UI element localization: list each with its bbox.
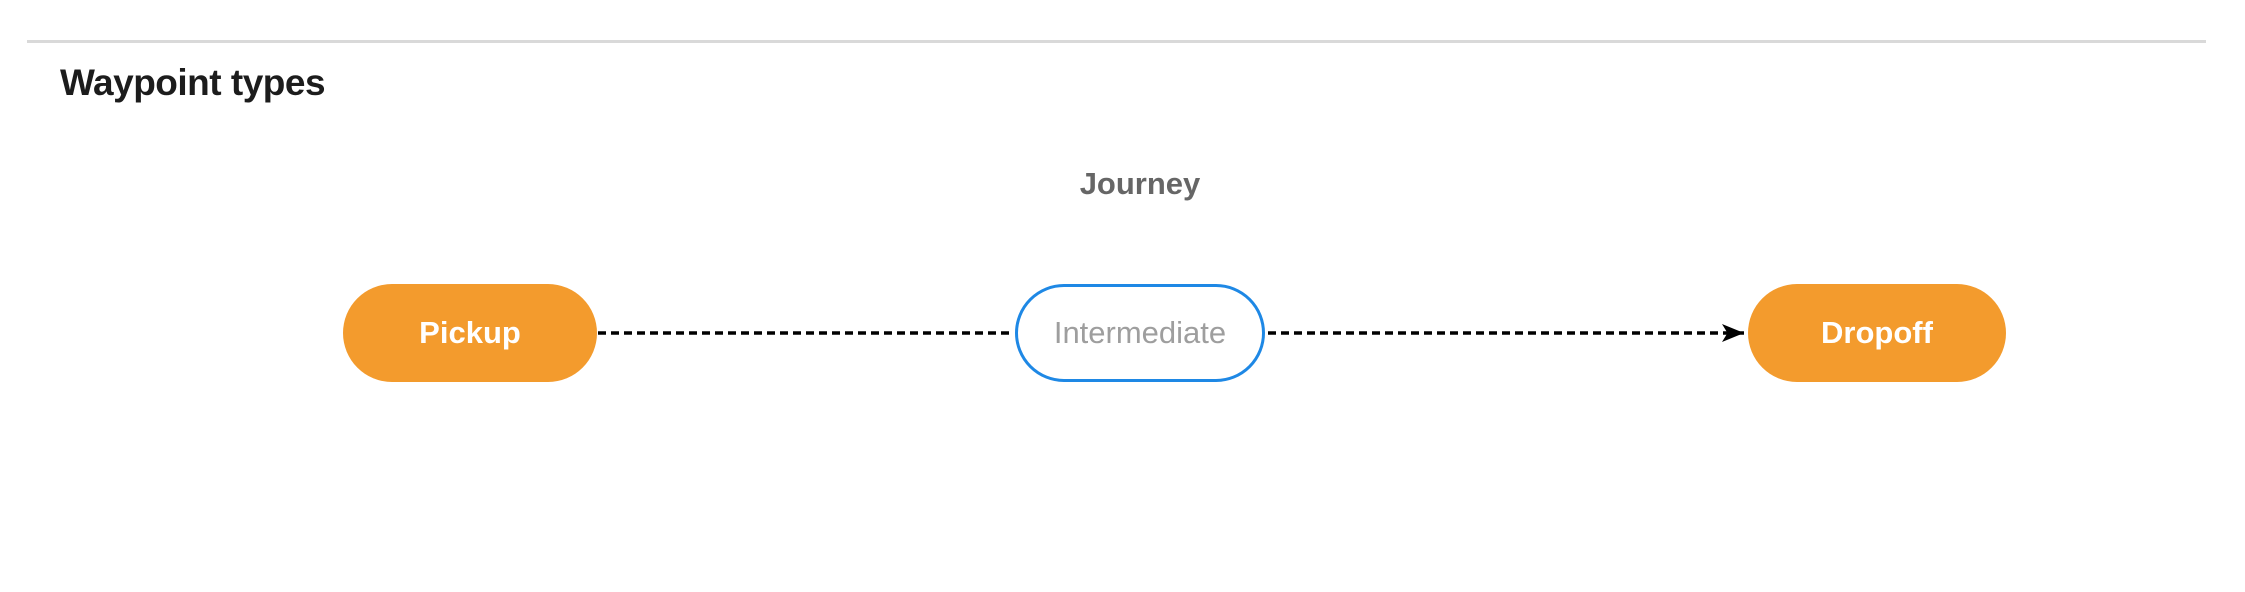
- node-pickup: Pickup: [343, 284, 597, 382]
- node-intermediate-label: Intermediate: [1053, 315, 1227, 350]
- node-pickup-label: Pickup: [419, 315, 521, 350]
- node-intermediate: Intermediate: [1015, 284, 1265, 382]
- journey-group-label: Journey: [1079, 166, 1201, 201]
- top-divider: [27, 40, 2206, 43]
- page-title: Waypoint types: [60, 62, 326, 103]
- node-dropoff: Dropoff: [1748, 284, 2006, 382]
- node-dropoff-label: Dropoff: [1821, 315, 1933, 350]
